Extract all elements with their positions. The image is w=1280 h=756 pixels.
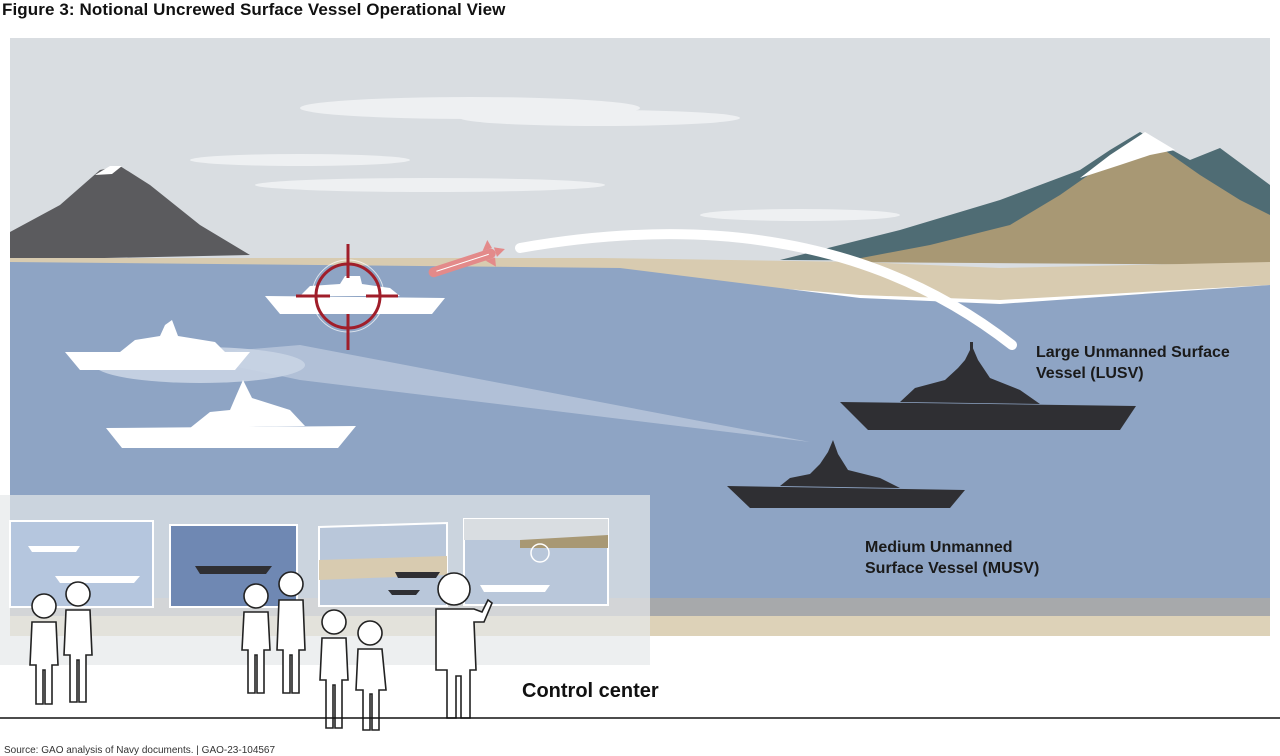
monitor-2: [169, 524, 298, 608]
sensor-beam: [180, 345, 810, 442]
snow-cap-right: [1080, 132, 1175, 178]
missile-icon: [428, 240, 505, 278]
crosshair-icon: [296, 244, 398, 350]
person-icon: [319, 609, 349, 729]
lusv-label-line2: Vessel (LUSV): [1036, 365, 1144, 382]
lusv-label-line1: Large Unmanned Surface: [1036, 344, 1230, 361]
musv-label-line2: Surface Vessel (MUSV): [865, 560, 1040, 577]
monitor-3: [318, 521, 448, 607]
musv-vessel: [727, 440, 965, 508]
person-icon: [29, 593, 59, 705]
person-icon: [63, 581, 93, 703]
white-vessel-1: [65, 320, 250, 370]
control-center-label: Control center: [522, 680, 659, 702]
person-icon: [276, 571, 306, 694]
trajectory-arc: [515, 229, 1017, 350]
person-icon: [355, 620, 387, 731]
mountain-tan: [840, 140, 1270, 265]
lusv-label: Large Unmanned Surface Vessel (LUSV): [1036, 342, 1230, 384]
lusv-vessel: [840, 342, 1136, 430]
monitor-4: [463, 518, 609, 606]
source-note: Source: GAO analysis of Navy documents. …: [4, 745, 276, 756]
target-vessel: [265, 276, 445, 314]
snow-cap-left: [95, 166, 122, 175]
person-icon: [435, 572, 493, 719]
clouds: [190, 97, 900, 221]
white-vessel-2: [106, 380, 356, 448]
mountain-left: [10, 166, 250, 260]
figure-title: Figure 3: Notional Uncrewed Surface Vess…: [2, 0, 506, 19]
musv-label-line1: Medium Unmanned: [865, 539, 1013, 556]
musv-label: Medium Unmanned Surface Vessel (MUSV): [865, 537, 1039, 579]
people: [29, 571, 493, 731]
person-icon: [241, 583, 271, 694]
